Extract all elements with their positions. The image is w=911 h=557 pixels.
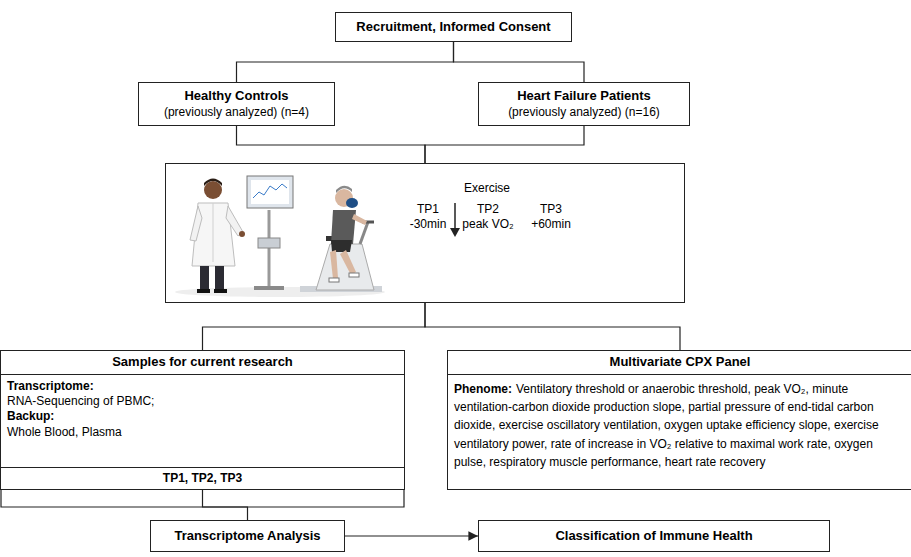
item-text: Ventilatory threshold or anaerobic thres… [454, 382, 879, 469]
box-title: Classification of Immune Health [555, 528, 752, 545]
item-text: Whole Blood, Plasma [7, 425, 398, 440]
group-title: Healthy Controls [184, 88, 288, 105]
timepoint-band: TP1, TP2, TP3 [1, 467, 404, 489]
item-heading: Backup: [7, 409, 398, 424]
exercise-panel: ExerciseTP1-30min TP2peak VO₂ TP3+60min [165, 163, 685, 303]
item-heading: Phenome: [454, 382, 512, 396]
bracket-line [1, 490, 404, 507]
group-note: (previously analyzed) (n=4) [164, 105, 309, 120]
connector-line [203, 303, 426, 350]
timepoint-list: TP1, TP2, TP3 [163, 471, 242, 486]
group-box: Heart Failure Patients(previously analyz… [478, 82, 690, 126]
timepoint-label: TP2 [477, 202, 499, 217]
panel-header: Samples for current research [1, 351, 404, 375]
result-box: Classification of Immune Health [478, 520, 830, 552]
box-title: Transcriptome Analysis [174, 528, 320, 545]
connector-line [345, 535, 478, 536]
connector-line [237, 126, 426, 163]
process-box: Transcriptome Analysis [150, 520, 345, 552]
panel-header: Multivariate CPX Panel [448, 351, 911, 375]
group-note: (previously analyzed) (n=16) [508, 105, 660, 120]
timepoint-label: TP3 [540, 202, 562, 217]
process-box: Recruitment, Informed Consent [335, 12, 572, 42]
group-title: Heart Failure Patients [517, 88, 651, 105]
connector-line [425, 303, 680, 350]
connector-line [203, 490, 248, 520]
group-box: Healthy Controls(previously analyzed) (n… [138, 82, 335, 126]
connector-line [425, 126, 584, 163]
step-label: Exercise [464, 181, 510, 196]
timepoint-label: TP1 [417, 202, 439, 217]
item-text: RNA-Sequencing of PBMC; [7, 394, 398, 409]
timepoint-time: -30min [410, 217, 447, 232]
timepoint-time: +60min [531, 217, 571, 232]
phenome-panel: Multivariate CPX PanelPhenome:Ventilator… [447, 350, 911, 490]
connector-line [454, 42, 585, 82]
connector-line [237, 42, 454, 82]
samples-panel: Samples for current researchTranscriptom… [0, 350, 405, 490]
box-title: Recruitment, Informed Consent [356, 19, 550, 36]
item-heading: Transcriptome: [7, 379, 398, 394]
timepoint-time: peak VO₂ [462, 217, 513, 232]
